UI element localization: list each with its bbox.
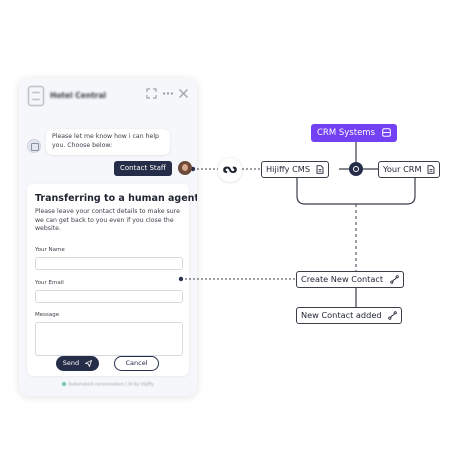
email-label: Your Email (35, 280, 64, 286)
document-icon (427, 165, 435, 174)
contact-staff-button[interactable]: Contact Staff (114, 161, 172, 176)
hotel-name: Hotel Central (50, 91, 107, 100)
chat-widget: Hotel Central Please let me know how i c… (19, 78, 197, 396)
send-label: Send (62, 359, 80, 367)
hijiffy-cms-label: Hijiffy CMS (266, 164, 311, 174)
contact-added-label: New Contact added (301, 310, 382, 320)
link-icon (388, 311, 397, 320)
your-crm-label: Your CRM (383, 164, 422, 174)
message-field[interactable] (35, 322, 183, 356)
message-label: Message (35, 312, 60, 318)
document-icon (316, 165, 324, 174)
user-avatar (178, 161, 192, 175)
new-contact-added-node: New Contact added (296, 307, 403, 324)
expand-icon[interactable] (146, 88, 157, 99)
crm-systems-node: CRM Systems (311, 124, 397, 142)
status-dot (62, 382, 67, 386)
create-contact-label: Create New Contact (301, 274, 384, 284)
hub-node (349, 162, 363, 176)
footer-text: Automated conversation | AI by Hijiffy (68, 382, 154, 388)
your-crm-node: Your CRM (378, 161, 441, 178)
name-field[interactable] (35, 257, 183, 270)
hotel-logo (28, 86, 44, 106)
close-icon[interactable] (178, 88, 189, 99)
name-label: Your Name (35, 247, 65, 253)
cancel-button[interactable]: Cancel (114, 356, 159, 371)
connector-bracket (296, 178, 416, 205)
widget-header: Hotel Central (19, 78, 197, 114)
send-icon (85, 359, 93, 367)
bot-message: Please let me know how i can help you. C… (46, 129, 170, 155)
email-field[interactable] (35, 290, 183, 303)
database-icon (381, 128, 391, 137)
bot-avatar (27, 139, 41, 153)
crm-systems-label: CRM Systems (317, 128, 376, 138)
hijiffy-logo: ᔓ (218, 158, 242, 182)
form-description: Please leave your contact details to mak… (35, 208, 180, 232)
create-new-contact-node: Create New Contact (296, 271, 404, 288)
widget-footer: Automated conversation | AI by Hijiffy (19, 382, 197, 388)
hijiffy-cms-node: Hijiffy CMS (261, 161, 329, 178)
link-icon (389, 275, 399, 284)
send-button[interactable]: Send (56, 356, 99, 371)
contact-form: Transferring to a human agent Please lea… (27, 184, 197, 376)
form-title: Transferring to a human agent (35, 193, 197, 204)
more-icon[interactable] (162, 88, 174, 99)
